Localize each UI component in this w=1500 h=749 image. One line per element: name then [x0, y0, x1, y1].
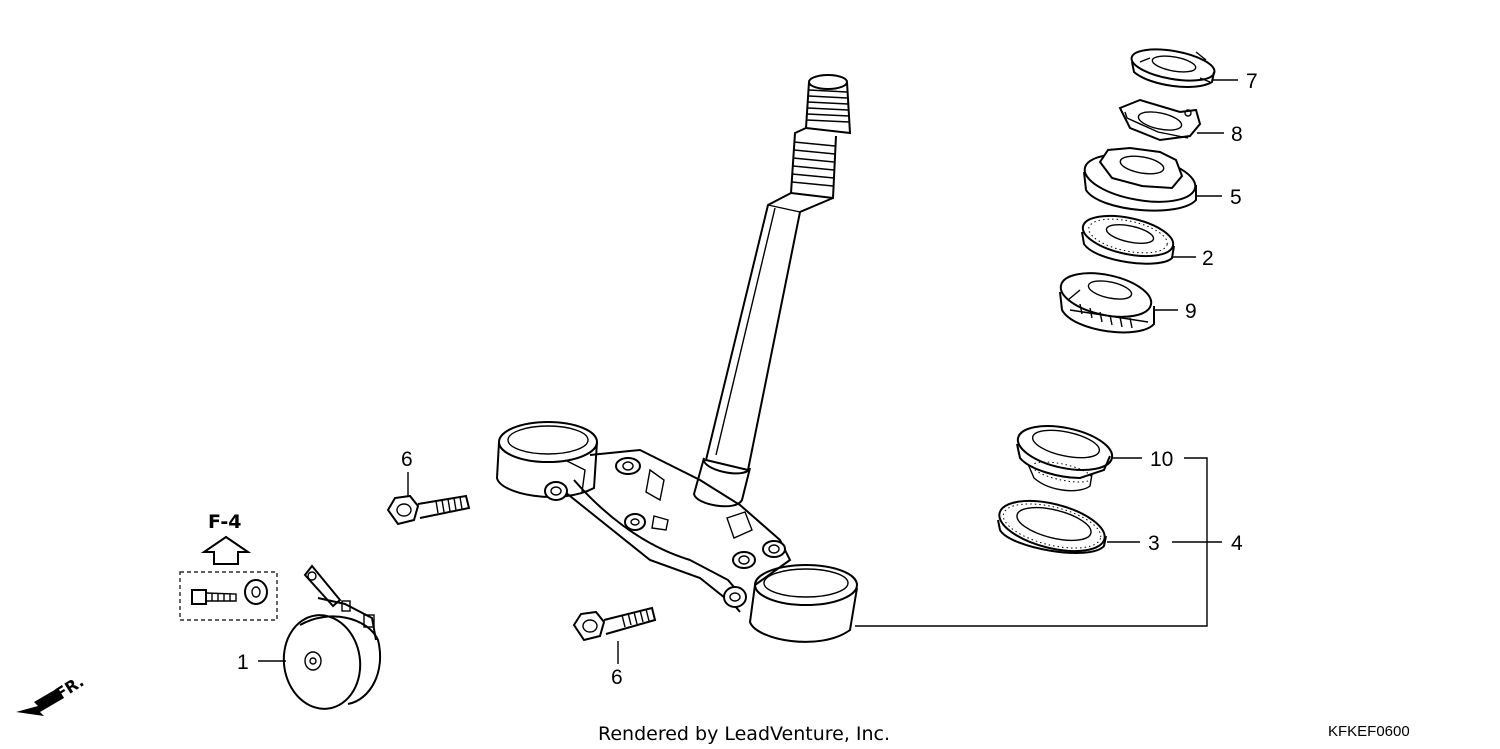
- front-direction-arrow-icon: FR.: [16, 672, 87, 716]
- bolt-lower[interactable]: [572, 606, 657, 642]
- bolt-upper[interactable]: [386, 494, 471, 526]
- dust-seal-2[interactable]: [1079, 209, 1176, 265]
- callout-4[interactable]: 4: [1231, 532, 1243, 555]
- bearing-9[interactable]: [1057, 266, 1155, 334]
- lock-nut-7[interactable]: [1129, 44, 1217, 88]
- callout-5[interactable]: 5: [1230, 186, 1242, 209]
- horn[interactable]: [278, 564, 382, 714]
- callout-9[interactable]: 9: [1185, 300, 1197, 323]
- callout-3[interactable]: 3: [1148, 532, 1160, 555]
- lock-washer-8[interactable]: [1118, 98, 1202, 142]
- reference-label[interactable]: F-4: [208, 511, 242, 533]
- callout-2[interactable]: 2: [1202, 247, 1214, 270]
- diagram-code: KFKEF0600: [1328, 723, 1410, 740]
- callout-10[interactable]: 10: [1150, 448, 1173, 471]
- leader-lines: [258, 79, 1238, 664]
- steering-stem-shaft[interactable]: [692, 74, 852, 508]
- adjusting-nut-5[interactable]: [1081, 146, 1199, 212]
- lower-bearing-10[interactable]: [1014, 418, 1116, 492]
- lower-triple-clamp[interactable]: [495, 421, 858, 643]
- callout-1[interactable]: 1: [237, 651, 249, 674]
- callout-8[interactable]: 8: [1231, 123, 1243, 146]
- lower-race-3[interactable]: [994, 492, 1109, 561]
- reference-box: [179, 535, 278, 621]
- callout-6-lower[interactable]: 6: [611, 666, 623, 689]
- watermark-text: Rendered by LeadVenture, Inc.: [598, 723, 890, 745]
- callout-6-upper[interactable]: 6: [401, 448, 413, 471]
- callout-7[interactable]: 7: [1246, 70, 1258, 93]
